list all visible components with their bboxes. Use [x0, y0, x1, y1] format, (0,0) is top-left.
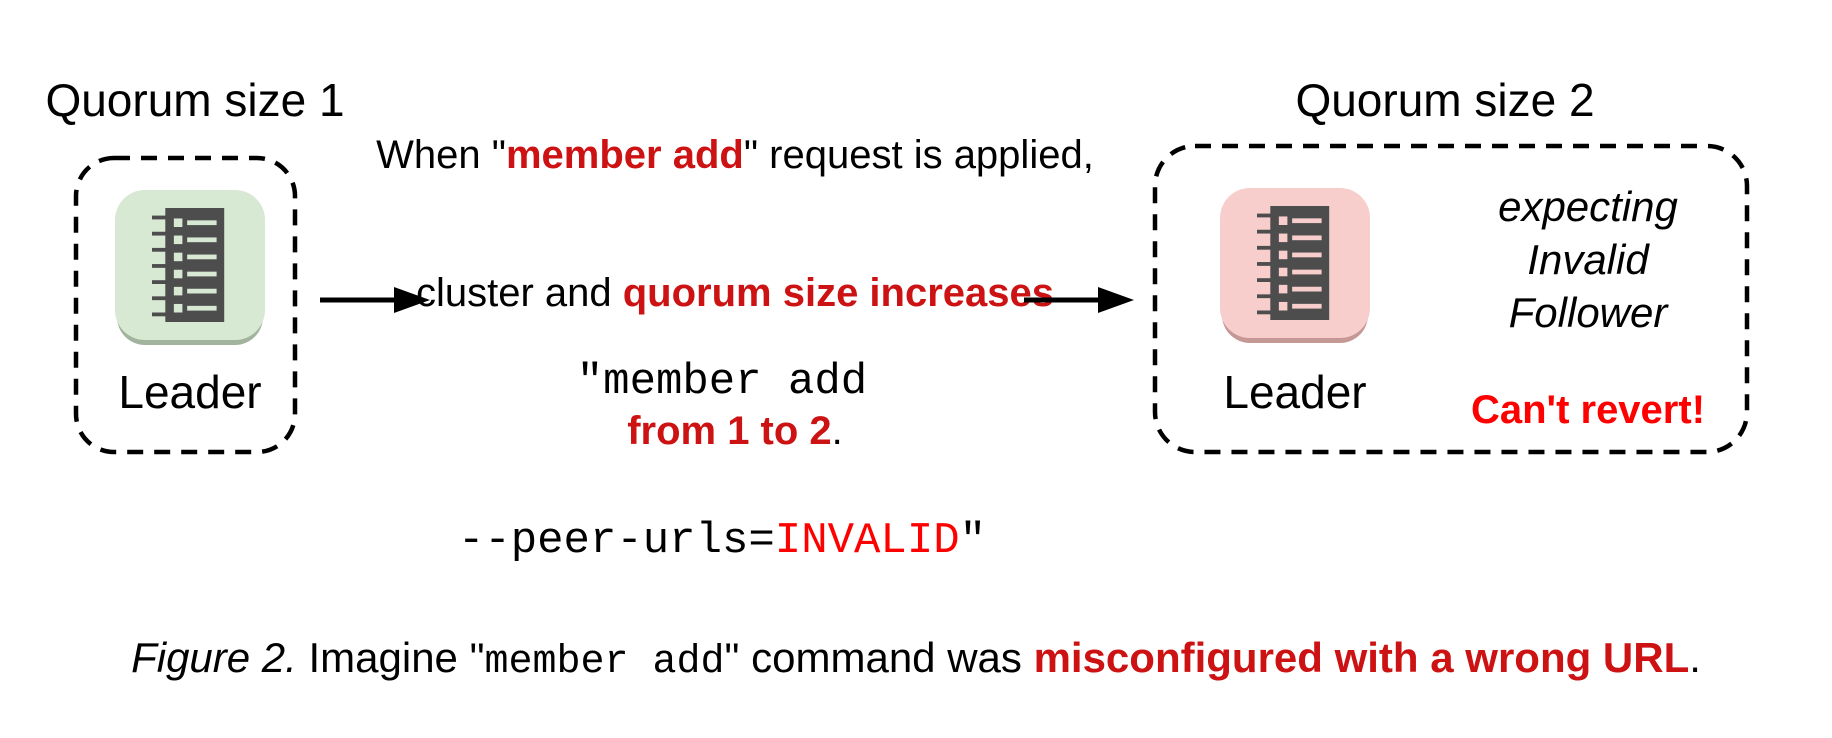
expecting-line: Follower	[1508, 289, 1668, 336]
figure-caption: Figure 2. Imagine "member add" command w…	[0, 518, 1832, 738]
leader-node	[115, 190, 265, 340]
right-arrow-icon	[320, 287, 430, 313]
right-leader-label: Leader	[1223, 366, 1367, 418]
member-add-command: "member add --peer-urls=INVALID"	[402, 250, 1042, 674]
ledger-icon	[152, 208, 225, 322]
expecting-invalid-follower-text: expecting Invalid Follower	[1438, 180, 1738, 339]
left-cluster-heading: Quorum size 1	[45, 74, 345, 126]
left-leader-label: Leader	[118, 366, 262, 418]
leader-node	[1220, 188, 1370, 338]
member-add-note: When "member add" request is applied, cl…	[375, 40, 1095, 546]
caption-line: Figure 2. Imagine "member add" command w…	[131, 634, 1701, 685]
right-cluster-heading: Quorum size 2	[1295, 74, 1595, 126]
expecting-line: Invalid	[1527, 236, 1649, 283]
expecting-line: expecting	[1498, 183, 1678, 230]
command-line: --peer-urls=INVALID"	[457, 516, 987, 566]
right-arrow-icon	[1024, 287, 1134, 313]
cant-revert-warning: Can't revert!	[1470, 388, 1706, 432]
note-line: cluster and quorum size increases	[415, 271, 1055, 315]
ledger-icon	[1257, 206, 1330, 320]
note-line: When "member add" request is applied,	[376, 133, 1094, 177]
note-line: from 1 to 2.	[627, 409, 843, 453]
command-line: "member add	[576, 357, 868, 407]
